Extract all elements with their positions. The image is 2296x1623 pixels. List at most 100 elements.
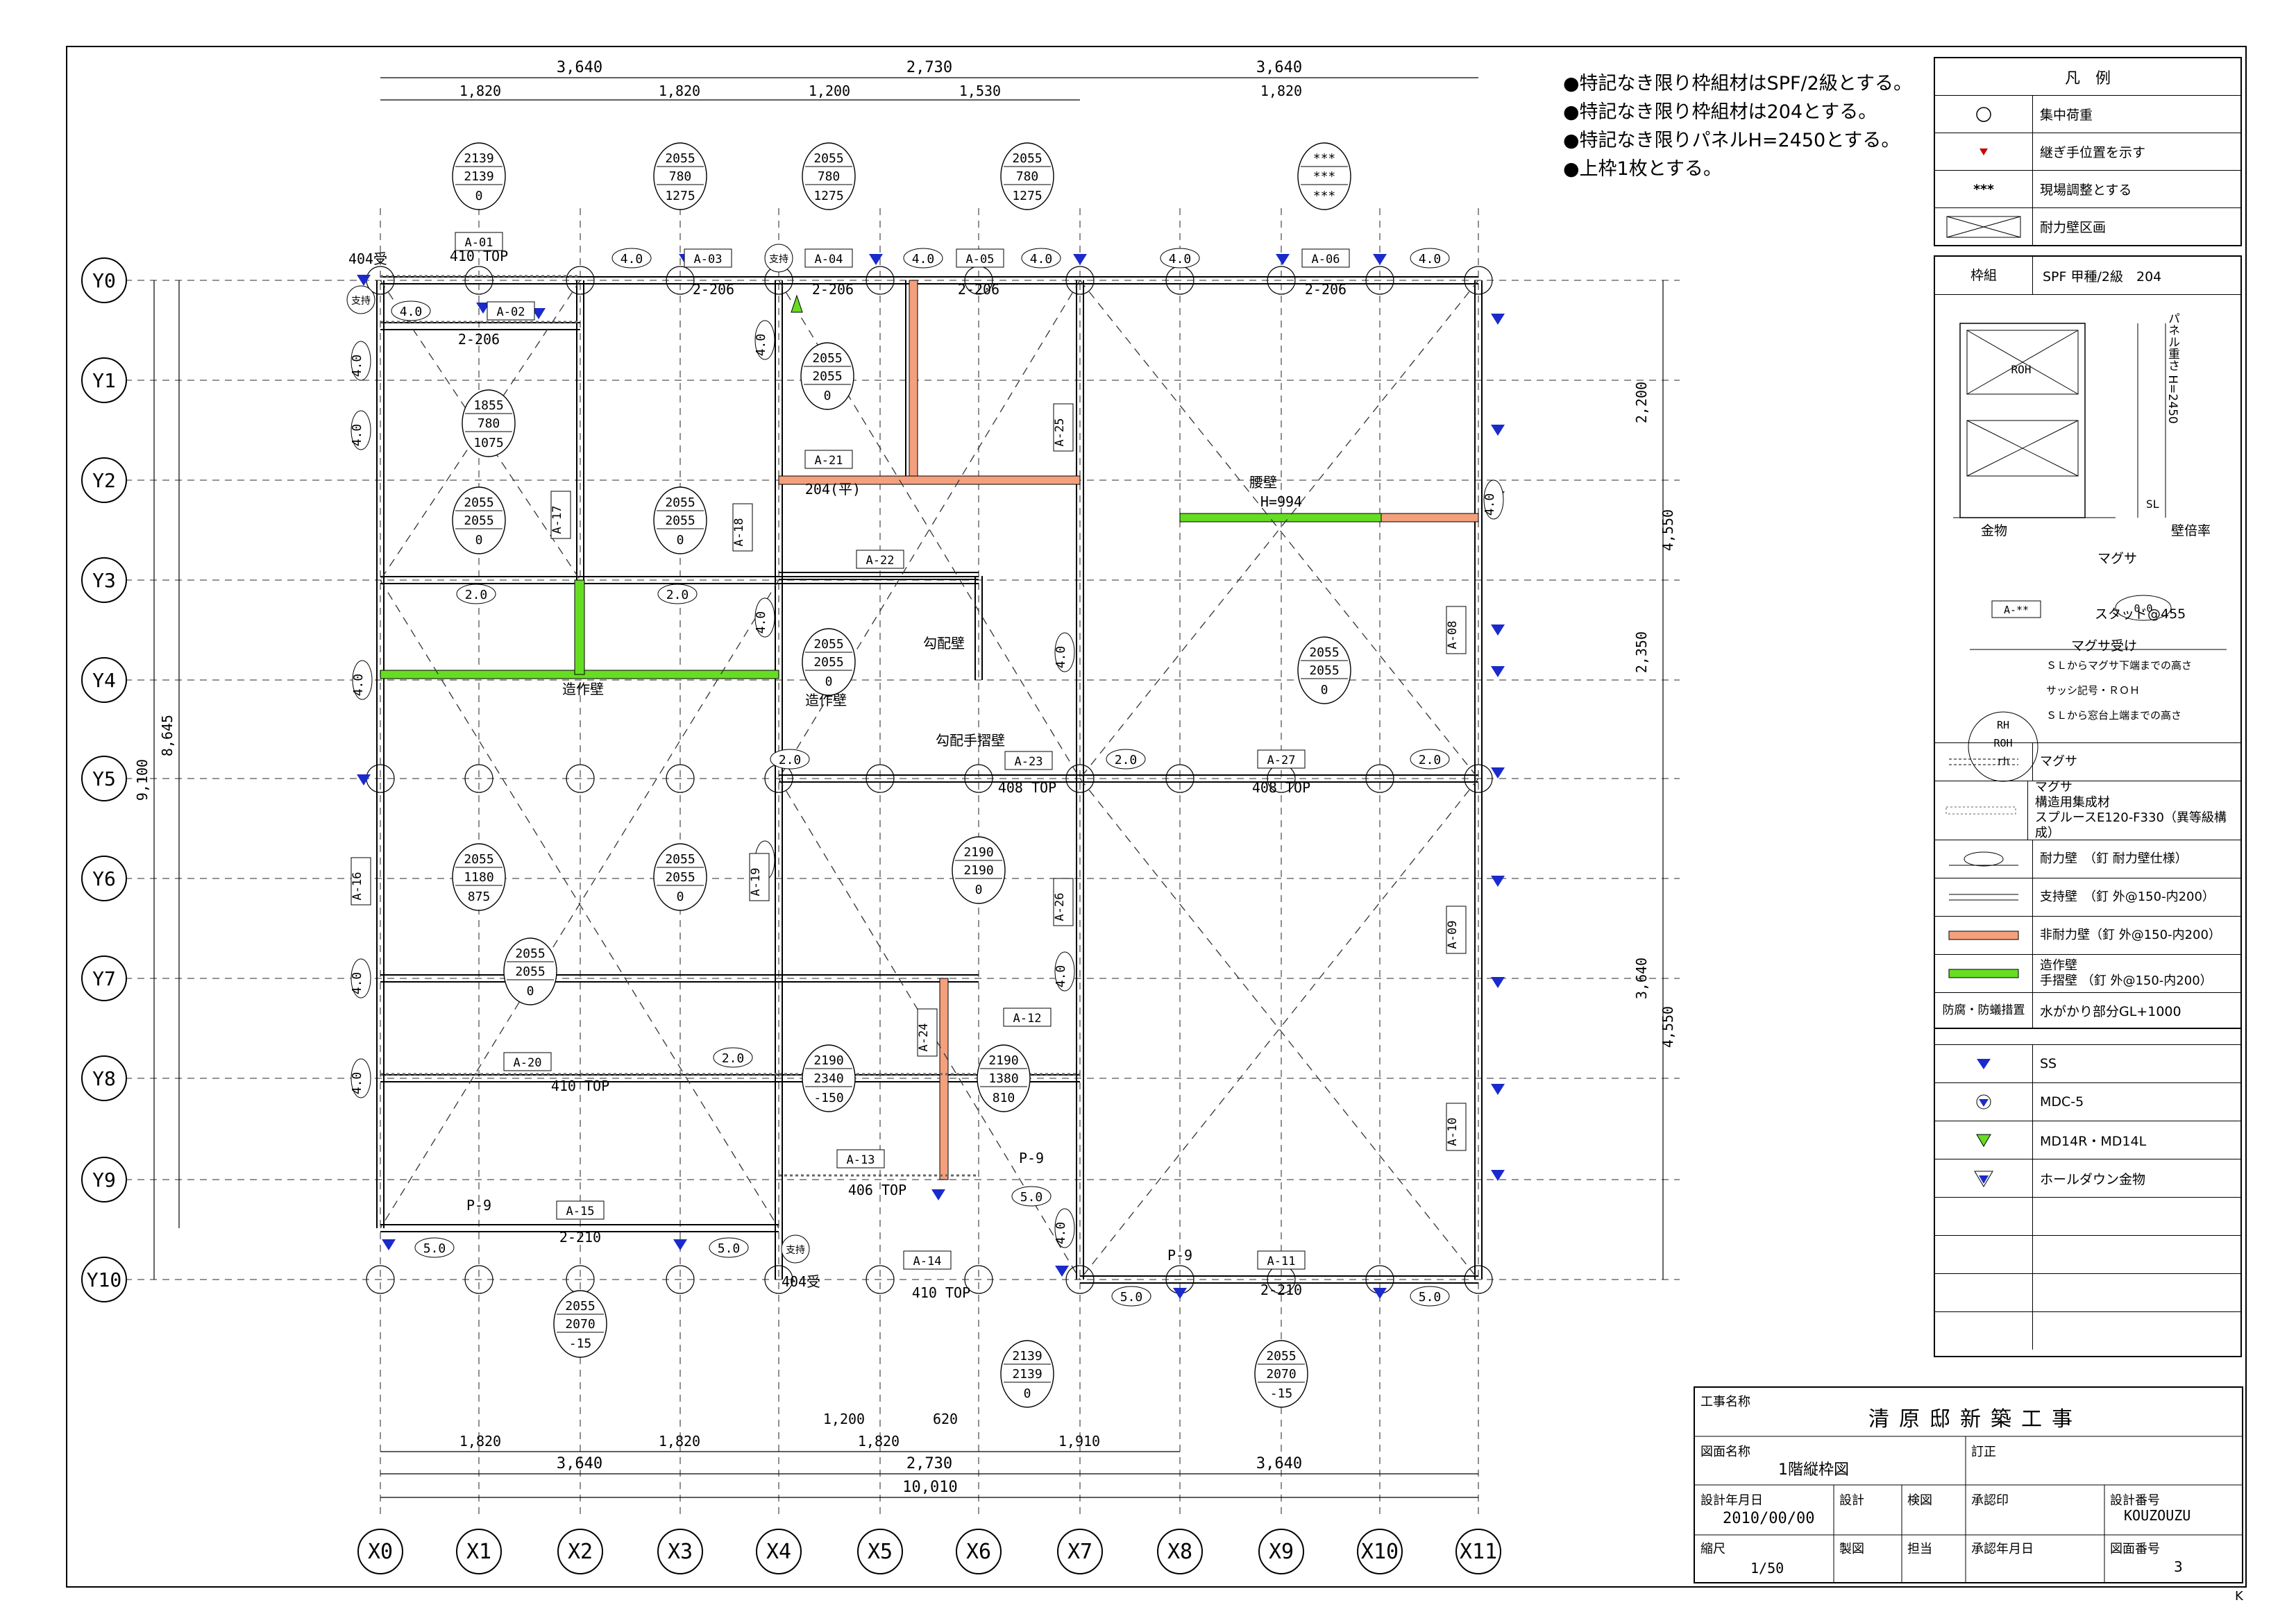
shien-circle: [764, 244, 793, 273]
ellipse-text: 2055: [813, 655, 843, 670]
ellipse-text: 2055: [665, 870, 695, 885]
opening-ellipse: [977, 1044, 1031, 1112]
grid-bubble-y: [81, 557, 127, 603]
detail-rh3: ＳＬから窓台上端までの高さ: [2046, 709, 2182, 722]
wall-value-ellipse: [351, 341, 371, 381]
legend-item: 集中荷重: [1935, 95, 2240, 133]
ss-triangle: [1491, 767, 1505, 779]
wall-label-box: [550, 491, 571, 539]
wall-label-box: [903, 1250, 952, 1270]
wall-label-text: A-21: [815, 454, 843, 468]
wall-value-text: 4.0: [1054, 965, 1068, 988]
wall-label-box: [487, 301, 535, 321]
empty-cell: [1935, 1198, 2033, 1235]
column-circle: [566, 764, 595, 793]
wall-label-box: [956, 248, 1004, 268]
shaku-value: 1/50: [1750, 1560, 1784, 1577]
wall-label-box: [1446, 1103, 1467, 1151]
grid-label-x: X8: [1167, 1540, 1192, 1564]
column-circle: [764, 1265, 793, 1294]
legend-line-label: 支持壁 （釘 外@150-内200）: [2040, 890, 2215, 904]
ellipse-text: 0: [475, 533, 483, 547]
legend-item: ***現場調整とする: [1935, 170, 2240, 207]
wall-value-ellipse: [1160, 248, 1200, 269]
wall-label-box: [749, 853, 770, 901]
wall-label-box: [804, 248, 853, 268]
grid-bubble-x: [1455, 1529, 1501, 1574]
date-label: 設計年月日: [1700, 1493, 1763, 1508]
dim-top-minor: 1,200: [809, 83, 850, 99]
wall-value-text: 5.0: [1020, 1190, 1043, 1205]
ellipse-text: 1275: [665, 189, 695, 203]
hardware-label: ホールダウン金物: [2040, 1171, 2146, 1187]
nontaiyoku-wall: [778, 475, 1081, 485]
dash-line-icon: [1935, 743, 2033, 781]
ellipse-text: -150: [813, 1091, 843, 1105]
grid-label-x: X1: [466, 1540, 491, 1564]
opening-ellipse: [452, 486, 506, 554]
wall-label-text: A-17: [550, 506, 564, 534]
column-circle: [1267, 266, 1296, 295]
wall-label-text: A-09: [1446, 921, 1460, 949]
legend-gap: [1935, 1029, 2240, 1044]
hardware-label: MD14R・MD14L: [2040, 1133, 2147, 1149]
shonin-label: 承認印: [1971, 1493, 2009, 1508]
asterisk-icon: ***: [1935, 171, 2033, 207]
ss-triangle: [357, 275, 371, 286]
ss-triangle: [1491, 666, 1505, 677]
bousou-value: 水がかり部分GL+1000: [2040, 1003, 2181, 1019]
grid-bubble-x: [456, 1529, 502, 1574]
grid-label-y: Y5: [92, 767, 116, 790]
tag-text: 2-210: [1260, 1282, 1302, 1298]
wall-value-ellipse: [1111, 1286, 1151, 1307]
legend-line-rows: マグサマグサ 構造用集成材 スプルースE120-F330（異等級構成）耐力壁 （…: [1935, 742, 2240, 1350]
wall-value-text: 4.0: [350, 424, 364, 447]
grid-label-y: Y1: [92, 369, 116, 392]
wall-value-text: 5.0: [423, 1241, 446, 1256]
ellipse-text: -15: [1270, 1386, 1293, 1401]
tag-text: 造作壁: [562, 681, 604, 697]
dim-right-total: 4,550: [1660, 1006, 1676, 1048]
dim-bottom-minor: 1,910: [1058, 1433, 1100, 1450]
wall-value-text: 4.0: [1054, 646, 1068, 669]
dim-top-major: 3,640: [557, 59, 602, 76]
ss-triangle: [1173, 1288, 1187, 1299]
wall-value-ellipse: [351, 958, 371, 999]
grid-label-x: X2: [568, 1540, 593, 1564]
tag-text: P-9: [1019, 1150, 1044, 1166]
column-circle: [566, 266, 595, 295]
wall-label-box: [1003, 1008, 1052, 1027]
ellipse-text: 0: [825, 674, 833, 689]
ss-triangle: [1073, 254, 1087, 265]
tag-text: 406 TOP: [848, 1182, 906, 1198]
opening-ellipse: [553, 1290, 607, 1358]
ellipse-text: 2190: [813, 1053, 843, 1068]
detail-magusa-uke: マグサ受け: [2071, 638, 2138, 654]
wall-label-box: [1053, 403, 1074, 452]
wall-label-text: A-01: [465, 236, 493, 250]
column-circle: [1464, 266, 1493, 295]
grid-bubble-x: [1057, 1529, 1103, 1574]
wall-label-text: A-24: [917, 1023, 931, 1052]
wall-value-ellipse: [351, 1058, 371, 1098]
wall-value-ellipse: [1011, 1186, 1052, 1207]
tag-text: 勾配壁: [923, 635, 965, 652]
ellipse-text: 1275: [1012, 189, 1042, 203]
opening-ellipse: [1297, 142, 1351, 210]
hardware-row: MDC-5: [1935, 1082, 2240, 1121]
note-line: ●特記なき限り枠組材はSPF/2級とする。: [1563, 73, 1912, 94]
triangle-down-icon: [1935, 133, 2033, 170]
grid-bubble-x: [1258, 1529, 1304, 1574]
grid-label-y: Y9: [92, 1169, 116, 1191]
detail-magusa: マグサ: [2097, 551, 2138, 566]
dim-left-total: 9,100: [134, 759, 151, 801]
hardware-label: SS: [2040, 1056, 2057, 1071]
grid-bubble-y: [81, 357, 127, 403]
grid-label-x: X10: [1361, 1540, 1399, 1564]
grid-label-x: X7: [1067, 1540, 1092, 1564]
ellipse-text: 0: [975, 883, 983, 897]
hardware-row: SS: [1935, 1044, 2240, 1082]
wall-value-text: 4.0: [754, 334, 768, 357]
legend-table: 凡 例 集中荷重 継ぎ手位置を示す ***現場調整とする 耐力壁区画: [1934, 57, 2242, 246]
